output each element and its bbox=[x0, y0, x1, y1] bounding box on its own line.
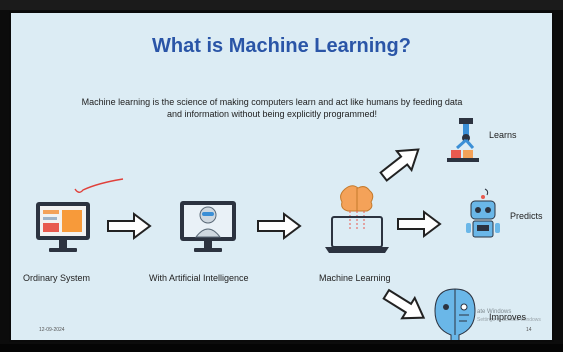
arrow-up-right-icon bbox=[379, 148, 420, 182]
robot-monitor-icon bbox=[180, 201, 236, 252]
pen-annotation-mark bbox=[74, 178, 124, 193]
ai-head-icon bbox=[434, 288, 476, 340]
arrow-down-right-icon bbox=[382, 288, 426, 320]
label-artificial-intelligence: With Artificial Intelligence bbox=[149, 273, 249, 283]
monitor-icon bbox=[36, 202, 90, 252]
arrow-right-icon bbox=[397, 210, 442, 238]
description-line-1: Machine learning is the science of makin… bbox=[81, 97, 463, 107]
slide-title: What is Machine Learning? bbox=[152, 35, 411, 57]
arrow-right-icon bbox=[107, 212, 152, 240]
description-line-2: and information without being explicitly… bbox=[166, 109, 378, 119]
label-learns: Learns bbox=[489, 130, 517, 140]
windows-watermark-line-1: ate Windows bbox=[477, 309, 512, 315]
label-ordinary-system: Ordinary System bbox=[23, 273, 91, 283]
robot-icon bbox=[466, 188, 500, 238]
slide-description: Machine learning is the science of makin… bbox=[37, 96, 507, 120]
brain-laptop-icon bbox=[325, 185, 389, 253]
arrow-right-icon bbox=[257, 212, 302, 240]
presentation-slide: What is Machine Learning? Machine learni… bbox=[9, 11, 554, 342]
label-machine-learning: Machine Learning bbox=[319, 273, 391, 283]
slide-page-number: 14 bbox=[526, 327, 532, 333]
windows-watermark-line-2: Settings to activate Windows bbox=[477, 317, 541, 323]
slide-date: 12-09-2024 bbox=[39, 327, 65, 333]
robotic-arm-icon bbox=[447, 118, 479, 162]
label-predicts: Predicts bbox=[510, 211, 543, 221]
label-improves: Improves bbox=[489, 312, 527, 322]
top-bar bbox=[0, 0, 563, 10]
bottom-bar bbox=[0, 344, 563, 352]
